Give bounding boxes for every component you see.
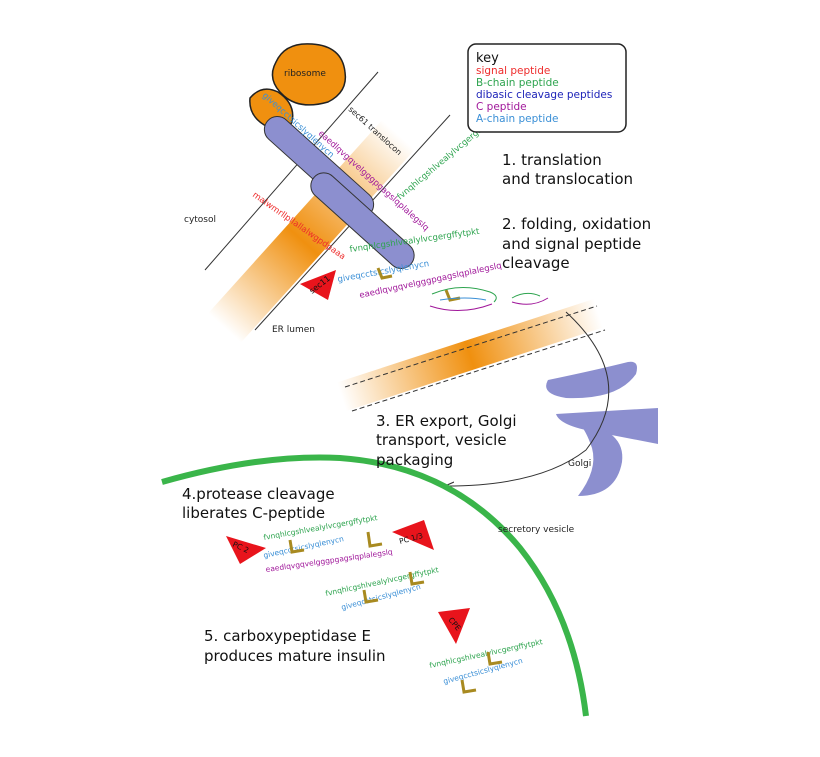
step1-line1: 1. translation bbox=[502, 151, 602, 169]
tiny-strand-purple bbox=[511, 297, 549, 305]
er-membrane bbox=[204, 71, 451, 343]
er-export-membrane bbox=[336, 299, 606, 412]
key-entry-a-chain: A-chain peptide bbox=[476, 113, 558, 125]
key-legend: key signal peptide B-chain peptide dibas… bbox=[467, 43, 627, 133]
golgi-label: Golgi bbox=[568, 459, 591, 469]
er-membrane-line-outer bbox=[204, 71, 379, 271]
key-entry-signal: signal peptide bbox=[476, 65, 550, 77]
small-strand-purple bbox=[429, 303, 493, 312]
proinsulin-in-vesicle: fvnqhlcgshlvealylvcgergffytpkt giveqccts… bbox=[263, 513, 394, 574]
disulfide-bond bbox=[460, 679, 477, 694]
transport-arrow bbox=[446, 311, 610, 486]
export-membrane-line-bottom bbox=[351, 329, 606, 412]
step2-line3: cleavage bbox=[502, 254, 570, 272]
er-lumen-label: ER lumen bbox=[272, 325, 315, 335]
key-title: key bbox=[476, 51, 499, 66]
export-membrane-line-top bbox=[344, 305, 598, 388]
step2-line2: and signal peptide bbox=[502, 235, 641, 253]
secretory-vesicle-membrane bbox=[161, 454, 589, 717]
cytosol-label: cytosol bbox=[184, 215, 216, 225]
disulfide-bond bbox=[376, 267, 393, 280]
disulfide-bonds-vesicle-2 bbox=[362, 571, 425, 604]
golgi: Golgi bbox=[546, 361, 658, 496]
disulfide-bonds-vesicle-1 bbox=[288, 531, 383, 554]
ribosome: ribosome bbox=[249, 43, 347, 131]
step5-line1: 5. carboxypeptidase E bbox=[204, 627, 371, 645]
key-box bbox=[467, 43, 627, 133]
golgi-cisterna-3 bbox=[578, 422, 623, 496]
sec11-signal-peptidase: sec11 bbox=[300, 270, 336, 300]
step4-line1: 4.protease cleavage bbox=[182, 485, 335, 503]
pc2-triangle bbox=[226, 536, 266, 564]
pc13-enzyme: PC 1/3 bbox=[392, 520, 434, 550]
step5-line2: produces mature insulin bbox=[204, 647, 386, 665]
step3-line3: packaging bbox=[376, 451, 453, 469]
mature-insulin: fvnqhlcgshlvealylvcgergffytpkt giveqccts… bbox=[429, 637, 544, 686]
key-entry-dibasic: dibasic cleavage peptides bbox=[476, 89, 612, 101]
step4-line2: liberates C-peptide bbox=[182, 504, 325, 522]
disulfide-bond bbox=[288, 539, 305, 554]
small-strand-blue bbox=[439, 297, 487, 301]
small-strand-green bbox=[431, 287, 497, 303]
step3-line1: 3. ER export, Golgi bbox=[376, 412, 517, 430]
key-entry-c-peptide: C peptide bbox=[476, 101, 527, 113]
pc2-enzyme: PC 2 bbox=[226, 536, 266, 564]
er-membrane-gradient bbox=[208, 120, 415, 343]
golgi-cisterna-1 bbox=[546, 361, 637, 399]
step2-line1: 2. folding, oxidation bbox=[502, 215, 651, 233]
folded-proinsulin-small bbox=[429, 287, 549, 312]
cpe-enzyme: CPE bbox=[438, 608, 470, 644]
cpe-triangle bbox=[438, 608, 470, 644]
tiny-strand-green bbox=[511, 292, 541, 299]
disulfide-bonds-mature bbox=[460, 651, 503, 694]
disulfide-bond bbox=[408, 571, 425, 586]
ribosome-label: ribosome bbox=[284, 69, 326, 79]
vesicle-label: secretory vesicle bbox=[498, 525, 575, 535]
golgi-cisterna-2 bbox=[556, 408, 658, 444]
disulfide-bond bbox=[362, 589, 379, 604]
ribosome-large-subunit bbox=[271, 43, 347, 106]
translocon-lower-bar bbox=[310, 172, 415, 269]
step3-line2: transport, vesicle bbox=[376, 431, 507, 449]
sec11-triangle bbox=[300, 270, 336, 300]
export-membrane-gradient bbox=[336, 299, 604, 411]
intermediate-insulin: fvnqhlcgshlvealylvcgergffytpkt giveqccts… bbox=[325, 565, 440, 612]
step-labels: 1. translation and translocation 2. fold… bbox=[182, 151, 651, 665]
disulfide-bond bbox=[366, 531, 383, 548]
key-entry-b-chain: B-chain peptide bbox=[476, 77, 559, 89]
disulfide-bond bbox=[486, 651, 503, 666]
pc13-triangle bbox=[392, 520, 434, 550]
step1-line2: and translocation bbox=[502, 170, 633, 188]
